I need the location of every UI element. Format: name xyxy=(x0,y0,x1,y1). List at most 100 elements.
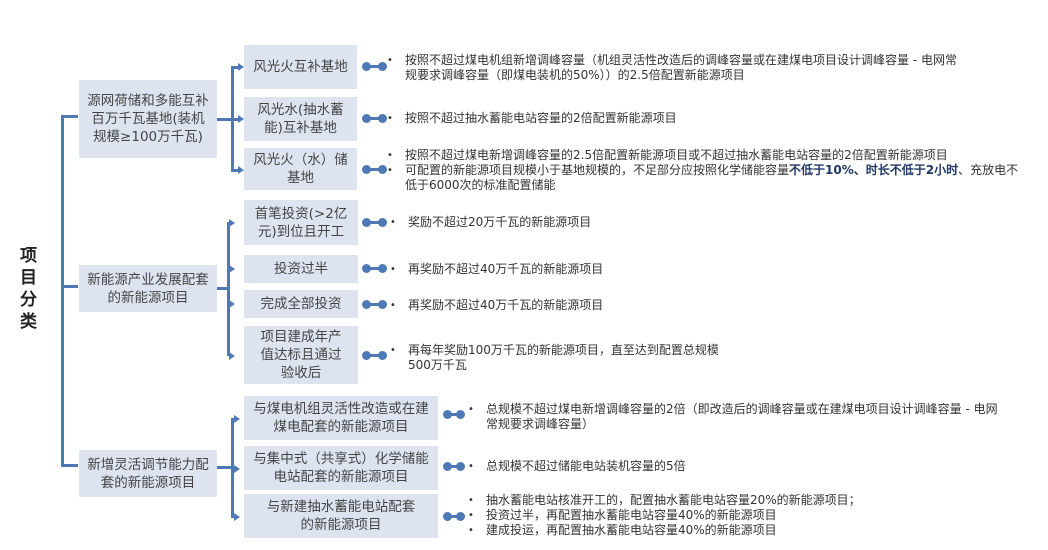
subcategory-label: 风光水(抽水蓄能)互补基地 xyxy=(257,102,344,136)
note: 再每年奖励100万千瓦的新能源项目，直至达到配置总规模500万千瓦 xyxy=(390,343,720,373)
subcategory-label: 风光火互补基地 xyxy=(253,59,348,75)
note-list: 按照不超过抽水蓄能电站容量的2倍配置新能源项目 xyxy=(387,111,987,126)
dot-icon xyxy=(456,410,465,419)
note-list: 按照不超过煤电机组新增调峰容量（机组灵活性改造后的调峰容量或在建煤电项目设计调峰… xyxy=(387,53,957,83)
note: 按照不超过抽水蓄能电站容量的2倍配置新能源项目 xyxy=(387,111,987,126)
dot-icon xyxy=(362,114,371,123)
dot-icon xyxy=(362,62,371,71)
note-list: 再每年奖励100万千瓦的新能源项目，直至达到配置总规模500万千瓦 xyxy=(390,343,720,373)
dot-icon xyxy=(378,300,387,309)
note: 可配置的新能源项目规模小于基地规模的，不足部分应按照化学储能容量不低于10%、时… xyxy=(387,163,1027,193)
note: 总规模不超过煤电新增调峰容量的2倍（即改造后的调峰容量或在建煤电项目设计调峰容量… xyxy=(468,402,998,432)
arrow-icon xyxy=(229,219,235,227)
dot-icon xyxy=(378,165,387,174)
dot-icon xyxy=(443,512,452,521)
category-box: 新能源产业发展配套的新能源项目 xyxy=(79,265,217,312)
connector xyxy=(448,465,460,468)
dot-icon xyxy=(378,264,387,273)
dot-icon xyxy=(362,165,371,174)
subcategory-box: 项目建成年产值达标且通过验收后 xyxy=(244,326,358,384)
dot-icon xyxy=(378,218,387,227)
category-label: 源网荷储和多能互补百万千瓦基地(装机规模≥100万千瓦) xyxy=(87,93,209,145)
subcategory-label: 与新建抽水蓄能电站配套的新能源项目 xyxy=(266,499,416,533)
connector xyxy=(367,267,381,270)
connector xyxy=(367,65,381,68)
subcategory-box: 完成全部投资 xyxy=(244,290,358,318)
root-branch xyxy=(61,115,78,118)
note: 再奖励不超过40万千瓦的新能源项目 xyxy=(390,298,790,313)
subcategory-label: 完成全部投资 xyxy=(260,296,342,312)
arrow-icon xyxy=(229,265,235,273)
category-label: 新增灵活调节能力配套的新能源项目 xyxy=(87,456,209,491)
dot-icon xyxy=(362,300,371,309)
root-connector xyxy=(61,116,64,466)
connector xyxy=(227,222,230,356)
connector xyxy=(227,222,230,225)
root-branch xyxy=(61,285,78,288)
note: 总规模不超过储能电站装机容量的5倍 xyxy=(468,459,998,474)
connector xyxy=(231,118,239,121)
connector xyxy=(231,169,239,172)
subcategory-box: 风光火（水）储基地 xyxy=(244,148,357,190)
note-emphasis: 不低于10%、时长不低于2小时 xyxy=(789,163,959,177)
subcategory-box: 与集中式（共享式）化学储能电站配套的新能源项目 xyxy=(244,446,438,490)
note-list: 奖励不超过20万千瓦的新能源项目 xyxy=(390,215,790,230)
dot-icon xyxy=(378,351,387,360)
note-list: 总规模不超过煤电新增调峰容量的2倍（即改造后的调峰容量或在建煤电项目设计调峰容量… xyxy=(468,402,998,432)
arrow-icon xyxy=(238,166,244,174)
note-text: 、充放电不低于6000次的标准配置储能 xyxy=(405,163,1019,192)
subcategory-box: 与新建抽水蓄能电站配套的新能源项目 xyxy=(244,494,438,538)
note: 投资过半，再配置抽水蓄能电站容量40%的新能源项目 xyxy=(468,508,1028,523)
category-label: 新能源产业发展配套的新能源项目 xyxy=(87,271,209,306)
category-box: 源网荷储和多能互补百万千瓦基地(装机规模≥100万千瓦) xyxy=(79,80,217,158)
dot-icon xyxy=(362,351,371,360)
subcategory-box: 与煤电机组灵活性改造或在建煤电配套的新能源项目 xyxy=(244,396,438,440)
root-branch xyxy=(61,464,78,467)
connector xyxy=(448,515,460,518)
connector xyxy=(367,303,381,306)
subcategory-label: 首笔投资(>2亿元)到位且开工 xyxy=(254,205,348,240)
note: 抽水蓄能电站核准开工的，配置抽水蓄能电站容量20%的新能源项目； xyxy=(468,493,1028,508)
category-box: 新增灵活调节能力配套的新能源项目 xyxy=(79,450,217,497)
dot-icon xyxy=(443,410,452,419)
arrow-icon xyxy=(234,513,240,521)
note-list: 再奖励不超过40万千瓦的新能源项目 xyxy=(390,298,790,313)
connector xyxy=(231,66,239,69)
dot-icon xyxy=(378,114,387,123)
connector xyxy=(367,117,381,120)
subcategory-box: 风光水(抽水蓄能)互补基地 xyxy=(244,97,357,141)
dot-icon xyxy=(456,512,465,521)
subcategory-box: 风光火互补基地 xyxy=(244,45,357,89)
dot-icon xyxy=(362,264,371,273)
subcategory-label: 与集中式（共享式）化学储能电站配套的新能源项目 xyxy=(253,451,429,485)
connector xyxy=(231,418,234,518)
note-list: 总规模不超过储能电站装机容量的5倍 xyxy=(468,459,998,474)
note-list: 抽水蓄能电站核准开工的，配置抽水蓄能电站容量20%的新能源项目；投资过半，再配置… xyxy=(468,493,1028,538)
subcategory-box: 首笔投资(>2亿元)到位且开工 xyxy=(244,200,358,245)
dot-icon xyxy=(456,462,465,471)
subcategory-label: 项目建成年产值达标且通过验收后 xyxy=(260,329,342,381)
arrow-icon xyxy=(229,300,235,308)
connector xyxy=(367,221,381,224)
arrow-icon xyxy=(234,465,240,473)
connector xyxy=(367,354,381,357)
dot-icon xyxy=(443,462,452,471)
note-list: 再奖励不超过40万千瓦的新能源项目 xyxy=(390,262,790,277)
connector xyxy=(367,168,381,171)
note: 奖励不超过20万千瓦的新能源项目 xyxy=(390,215,790,230)
subcategory-box: 投资过半 xyxy=(244,255,358,283)
note-list: 按照不超过煤电新增调峰容量的2.5倍配置新能源项目或不超过抽水蓄能电站容量的2倍… xyxy=(387,148,1027,193)
subcategory-label: 风光火（水）储基地 xyxy=(253,152,348,186)
note: 按照不超过煤电新增调峰容量的2.5倍配置新能源项目或不超过抽水蓄能电站容量的2倍… xyxy=(387,148,1027,163)
subcategory-label: 投资过半 xyxy=(274,261,328,277)
arrow-icon xyxy=(229,352,235,360)
dot-icon xyxy=(362,218,371,227)
note: 建成投运，再配置抽水蓄能电站容量40%的新能源项目 xyxy=(468,523,1028,538)
note-text: 可配置的新能源项目规模小于基地规模的，不足部分应按照化学储能容量 xyxy=(405,163,790,177)
connector xyxy=(217,466,233,469)
note: 再奖励不超过40万千瓦的新能源项目 xyxy=(390,262,790,277)
note: 按照不超过煤电机组新增调峰容量（机组灵活性改造后的调峰容量或在建煤电项目设计调峰… xyxy=(387,53,957,83)
subcategory-label: 与煤电机组灵活性改造或在建煤电配套的新能源项目 xyxy=(253,401,429,435)
connector xyxy=(217,118,233,121)
arrow-icon xyxy=(234,415,240,423)
